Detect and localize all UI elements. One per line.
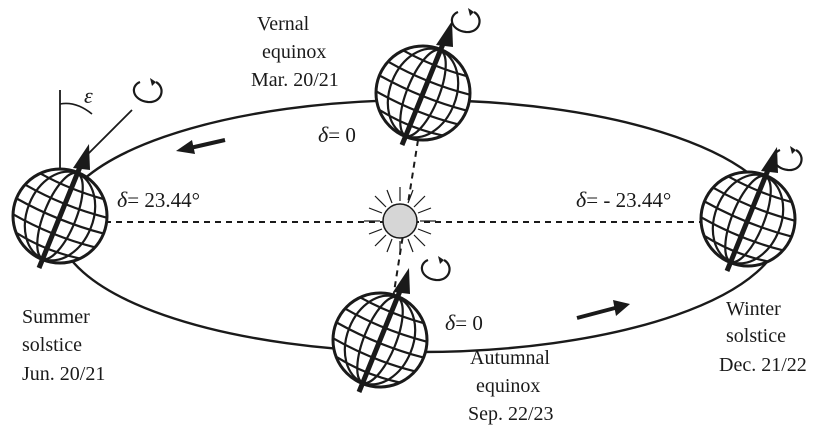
obliquity-angle-marker: [59, 90, 133, 169]
spin-arrow-vernal-icon: [450, 6, 481, 34]
globe-autumnal: [332, 268, 428, 395]
globe-vernal: [375, 21, 471, 148]
orbit-direction-arrow-top: [176, 138, 226, 154]
sun-icon: [364, 187, 436, 255]
autumnal-declination: δ= 0: [445, 310, 483, 335]
winter-label-line1: Winter: [726, 298, 781, 320]
winter-label-line2: solstice: [726, 325, 786, 347]
vernal-declination: δ= 0: [318, 122, 356, 147]
vernal-label-line2: equinox: [262, 41, 326, 63]
spin-arrow-summer-icon: [132, 76, 163, 104]
vernal-date: Mar. 20/21: [251, 69, 339, 91]
globe-winter: [700, 147, 796, 274]
autumnal-date: Sep. 22/23: [468, 403, 554, 425]
winter-date: Dec. 21/22: [719, 354, 807, 376]
autumnal-label-line1: Autumnal: [470, 347, 550, 369]
spin-arrow-winter-icon: [772, 144, 803, 172]
autumnal-label-line2: equinox: [476, 375, 540, 397]
winter-declination: δ= - 23.44°: [576, 187, 671, 212]
orbit-direction-arrow-bottom: [576, 300, 630, 320]
summer-label-line2: solstice: [22, 334, 82, 356]
summer-declination: δ= 23.44°: [117, 187, 200, 212]
obliquity-symbol: ε: [84, 83, 93, 108]
vernal-label-line1: Vernal: [257, 13, 310, 35]
spin-arrow-autumnal-icon: [420, 254, 451, 282]
summer-label-line1: Summer: [22, 306, 90, 328]
summer-date: Jun. 20/21: [22, 363, 105, 385]
